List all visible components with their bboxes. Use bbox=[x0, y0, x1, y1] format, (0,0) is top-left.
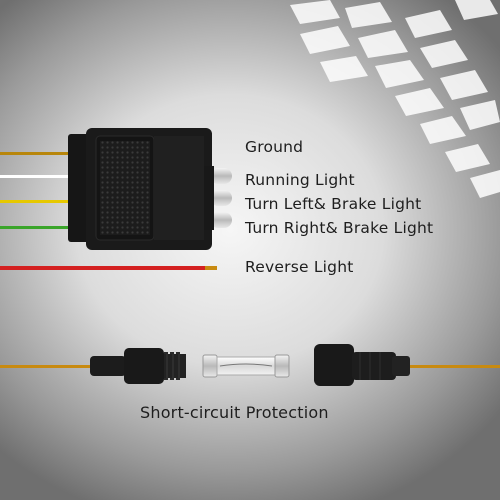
ground-wire bbox=[0, 152, 82, 155]
reverse-light-label: Reverse Light bbox=[245, 258, 354, 276]
trailer-connector-icon bbox=[68, 128, 232, 250]
turn-right-wire bbox=[0, 226, 82, 229]
wire-group-left bbox=[0, 152, 82, 229]
tire-track-icon bbox=[290, 0, 500, 198]
running-wire bbox=[0, 175, 82, 178]
fuse-assembly bbox=[0, 344, 500, 386]
reverse-wire bbox=[0, 266, 217, 270]
fuse-holder-icon bbox=[314, 344, 410, 386]
turn-left-label: Turn Left& Brake Light bbox=[245, 195, 422, 213]
fuse-holder-icon bbox=[90, 348, 186, 384]
turn-left-wire bbox=[0, 200, 82, 203]
turn-right-label: Turn Right& Brake Light bbox=[245, 219, 434, 237]
ground-label: Ground bbox=[245, 138, 304, 156]
glass-fuse-icon bbox=[202, 354, 290, 378]
short-circuit-caption: Short-circuit Protection bbox=[140, 403, 329, 422]
running-light-label: Running Light bbox=[245, 171, 355, 189]
